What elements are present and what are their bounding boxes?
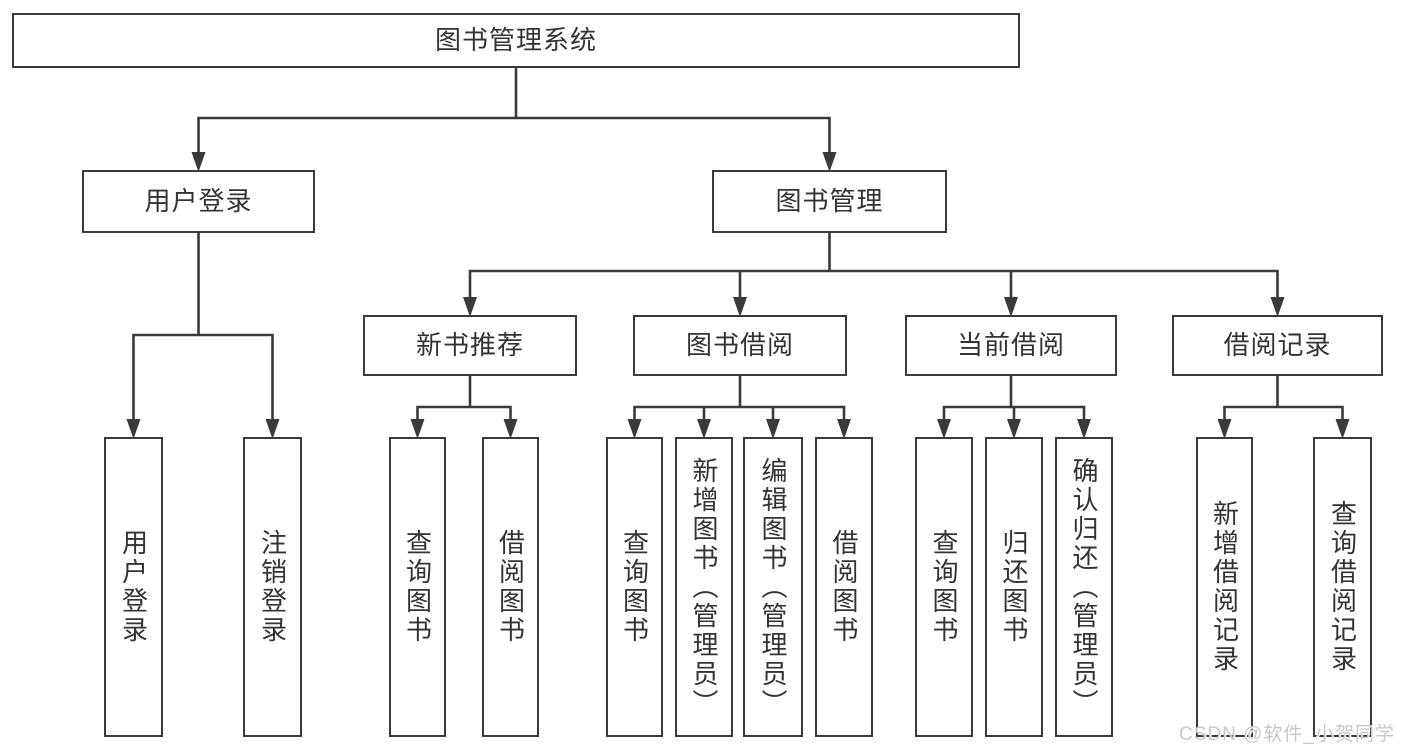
- arrowhead-leaf-borrow-book-1: [503, 419, 518, 439]
- node-current-borrow: 当前借阅: [905, 315, 1117, 376]
- node-label-leaf-user-login: 用户登录: [118, 529, 149, 645]
- node-leaf-borrow-book-2: 借阅图书: [815, 437, 873, 737]
- node-label-leaf-borrow-book-1: 借阅图书: [495, 529, 526, 645]
- arrowhead-leaf-edit-book: [766, 419, 780, 439]
- arrowhead-leaf-user-login: [126, 419, 141, 439]
- arrowhead-leaf-borrow-book-2: [837, 419, 851, 439]
- arrowhead-leaf-add-book: [697, 419, 711, 439]
- node-label-leaf-query-book-1: 查询图书: [402, 529, 433, 645]
- node-root: 图书管理系统: [12, 13, 1020, 68]
- node-leaf-add-book: 新增图书（管理员）: [675, 437, 733, 737]
- node-label-leaf-confirm-return: 确认归还（管理员）: [1069, 456, 1099, 718]
- arrowhead-current-borrow: [1004, 297, 1018, 317]
- connector-book-borrow: [633, 375, 846, 420]
- node-leaf-borrow-book-1: 借阅图书: [482, 437, 539, 737]
- node-label-leaf-query-record: 查询借阅记录: [1327, 500, 1358, 674]
- node-label-book-borrow: 图书借阅: [685, 330, 794, 361]
- node-leaf-confirm-return: 确认归还（管理员）: [1055, 437, 1113, 737]
- node-leaf-edit-book: 编辑图书（管理员）: [743, 437, 803, 737]
- node-leaf-query-book-3: 查询图书: [915, 437, 973, 737]
- connector-new-book-rec: [416, 375, 512, 420]
- arrowhead-leaf-query-book-2: [627, 419, 642, 439]
- arrowhead-leaf-query-record: [1335, 419, 1350, 439]
- node-label-book-mgmt: 图书管理: [775, 186, 884, 217]
- node-label-current-borrow: 当前借阅: [956, 330, 1065, 361]
- node-label-leaf-add-book: 新增图书（管理员）: [689, 456, 719, 718]
- arrowhead-leaf-return-book: [1007, 419, 1021, 439]
- arrowhead-leaf-confirm-return: [1077, 419, 1091, 439]
- arrowhead-leaf-logout: [265, 419, 280, 439]
- node-label-leaf-edit-book: 编辑图书（管理员）: [758, 456, 788, 718]
- node-leaf-return-book: 归还图书: [985, 437, 1043, 737]
- node-new-book-rec: 新书推荐: [363, 315, 577, 376]
- arrowhead-book-borrow: [733, 297, 747, 317]
- node-book-mgmt: 图书管理: [712, 170, 947, 233]
- connector-book-mgmt: [468, 232, 1279, 298]
- arrowhead-leaf-query-book-1: [410, 419, 425, 439]
- connector-user-login: [132, 232, 274, 420]
- node-label-borrow-records: 借阅记录: [1223, 330, 1332, 361]
- node-borrow-records: 借阅记录: [1172, 315, 1383, 376]
- connector-root: [197, 67, 831, 153]
- node-label-new-book-rec: 新书推荐: [415, 330, 524, 361]
- arrowhead-leaf-add-record: [1217, 419, 1232, 439]
- node-leaf-query-book-2: 查询图书: [606, 437, 663, 737]
- node-label-root: 图书管理系统: [434, 25, 597, 56]
- node-label-leaf-return-book: 归还图书: [999, 529, 1029, 645]
- node-label-leaf-logout: 注销登录: [257, 529, 288, 645]
- node-label-user-login: 用户登录: [144, 186, 253, 217]
- node-book-borrow: 图书借阅: [633, 315, 847, 376]
- node-label-leaf-query-book-3: 查询图书: [929, 529, 959, 645]
- arrowhead-new-book-rec: [463, 297, 477, 317]
- arrowhead-user-login: [191, 152, 206, 172]
- csdn-watermark: CSDN @软件_小贺同学: [1179, 724, 1395, 745]
- connector-current-borrow: [942, 375, 1086, 420]
- node-label-leaf-query-book-2: 查询图书: [619, 529, 650, 645]
- connector-borrow-records: [1223, 375, 1344, 420]
- arrowhead-borrow-records: [1270, 297, 1285, 317]
- node-leaf-query-book-1: 查询图书: [389, 437, 446, 737]
- node-leaf-query-record: 查询借阅记录: [1313, 437, 1372, 737]
- arrowhead-leaf-query-book-3: [937, 419, 951, 439]
- node-leaf-add-record: 新增借阅记录: [1196, 437, 1253, 737]
- node-user-login: 用户登录: [82, 170, 315, 233]
- node-label-leaf-borrow-book-2: 借阅图书: [829, 529, 859, 645]
- node-leaf-user-login: 用户登录: [104, 437, 163, 737]
- node-leaf-logout: 注销登录: [243, 437, 302, 737]
- node-label-leaf-add-record: 新增借阅记录: [1209, 500, 1240, 674]
- arrowhead-book-mgmt: [822, 152, 837, 172]
